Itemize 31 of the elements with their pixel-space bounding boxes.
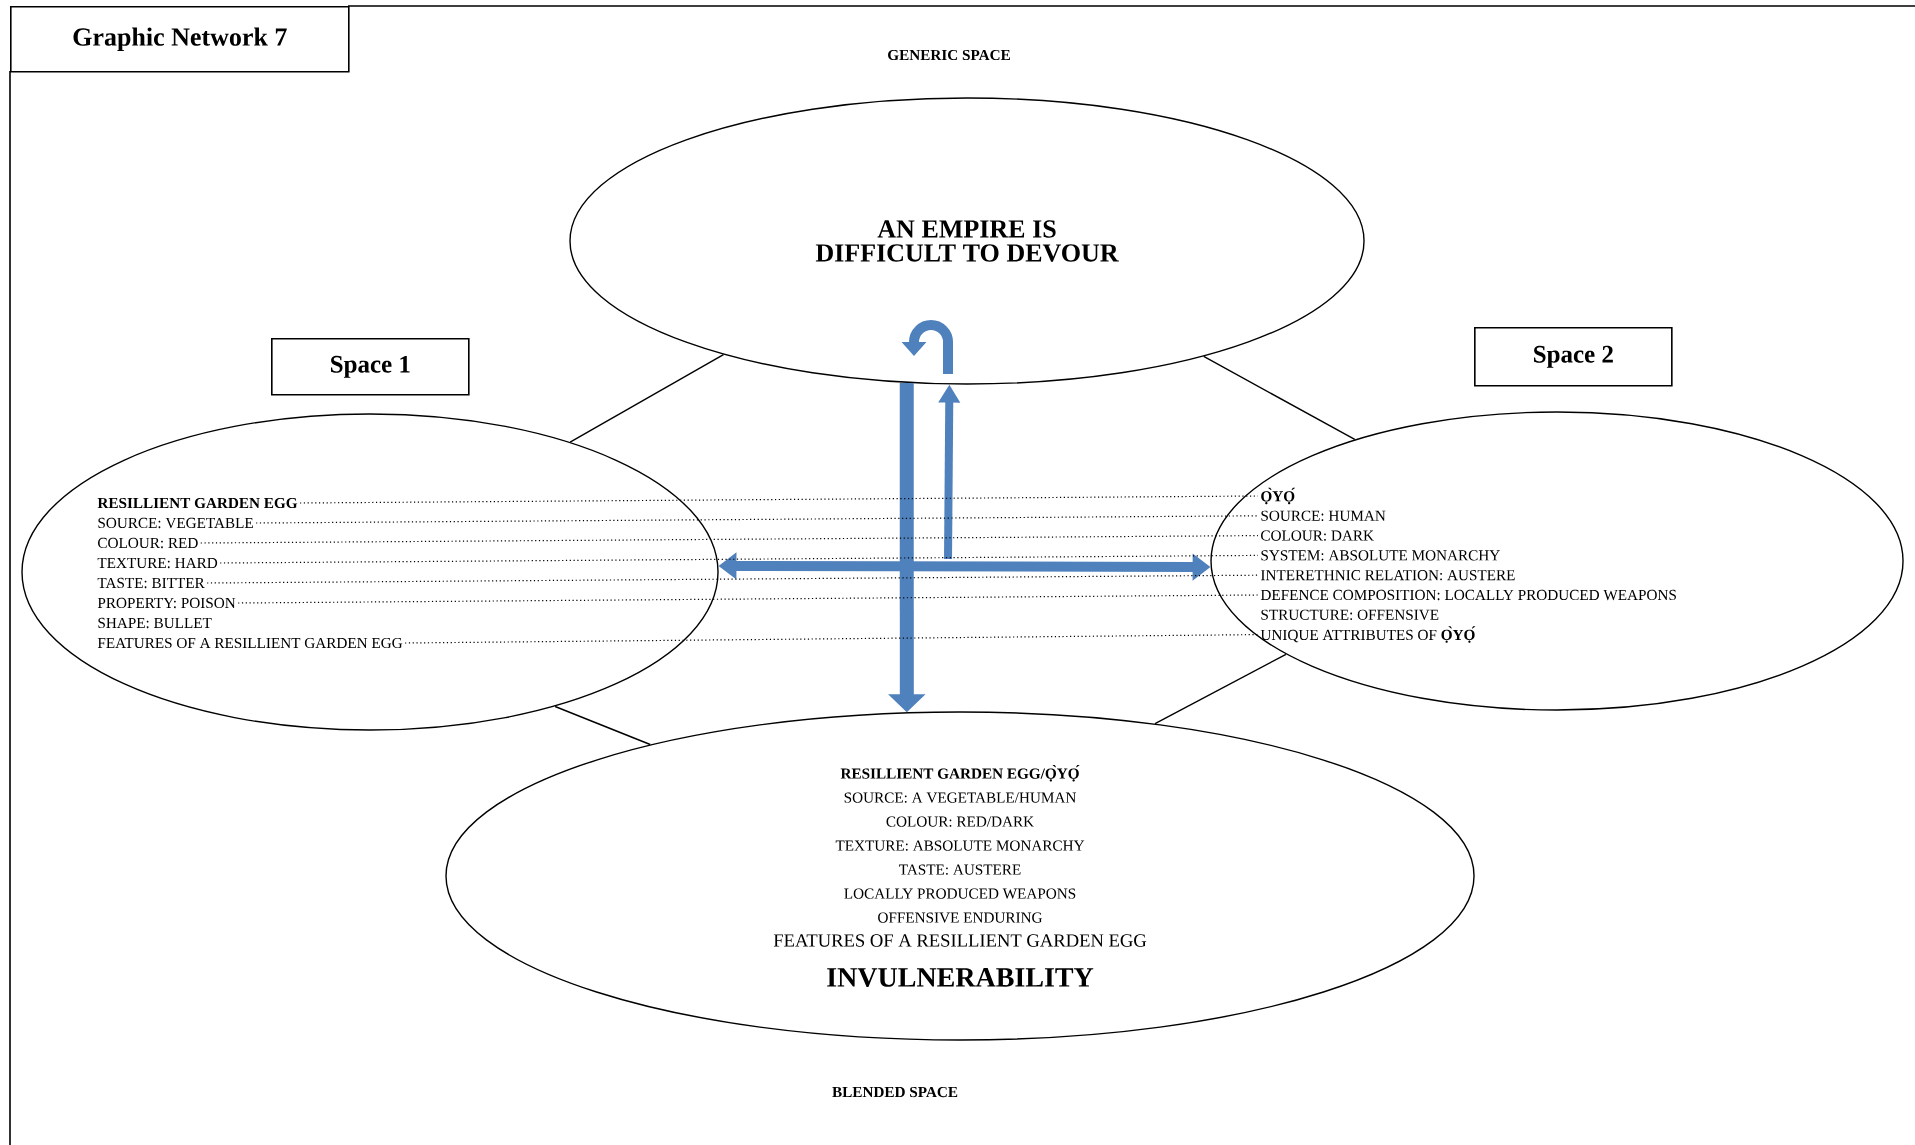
attribute-text: SOURCE: VEGETABLE [98,517,253,529]
ellipse [1210,411,1904,711]
title-box: Graphic Network 7 [10,6,350,73]
space-label-box: Space 2 [1474,327,1673,387]
attribute-text: STRUCTURE: OFFENSIVE [1261,609,1439,620]
dotted-line [237,594,1259,604]
space-label-box: Space 1 [271,338,470,396]
attribute-text: TASTE: BITTER [97,577,205,589]
attribute-text: COLOUR: DARK [1261,530,1374,541]
dotted-line [404,634,1259,644]
attribute-text: COLOUR: RED [98,537,198,549]
ellipse [21,413,719,731]
attribute-text: UNIQUE ATTRIBUTES OF Ọ̀YỌ́ [1260,626,1476,643]
dotted-line [219,554,1259,564]
attribute-text: SHAPE: BULLET [98,617,212,629]
attribute-text: Ọ̀YỌ́ [1261,487,1295,505]
connector-line [569,353,725,443]
attribute-text: INTERETHNIC RELATION: AUSTERE [1261,570,1515,581]
connector-line [1203,355,1356,441]
attribute-text: RESILLIENT GARDEN EGG [97,497,298,509]
space-label: GENERIC SPACE [888,49,1010,61]
connector-line [554,705,651,746]
attribute-text: DEFENCE COMPOSITION: LOCALLY PRODUCED WEAPONS [1260,589,1676,601]
attribute-text: SOURCE: HUMAN [1261,510,1386,521]
dotted-line [255,515,1259,524]
attribute-text: TEXTURE: HARD [97,557,218,569]
connector-line [1154,653,1287,725]
attribute-text: SYSTEM: ABSOLUTE MONARCHY [1261,550,1500,561]
space-label: BLENDED SPACE [832,1086,958,1098]
attribute-text: PROPERTY: POISON [97,597,236,609]
attribute-text: FEATURES OF A RESILLIENT GARDEN EGG [97,637,403,649]
